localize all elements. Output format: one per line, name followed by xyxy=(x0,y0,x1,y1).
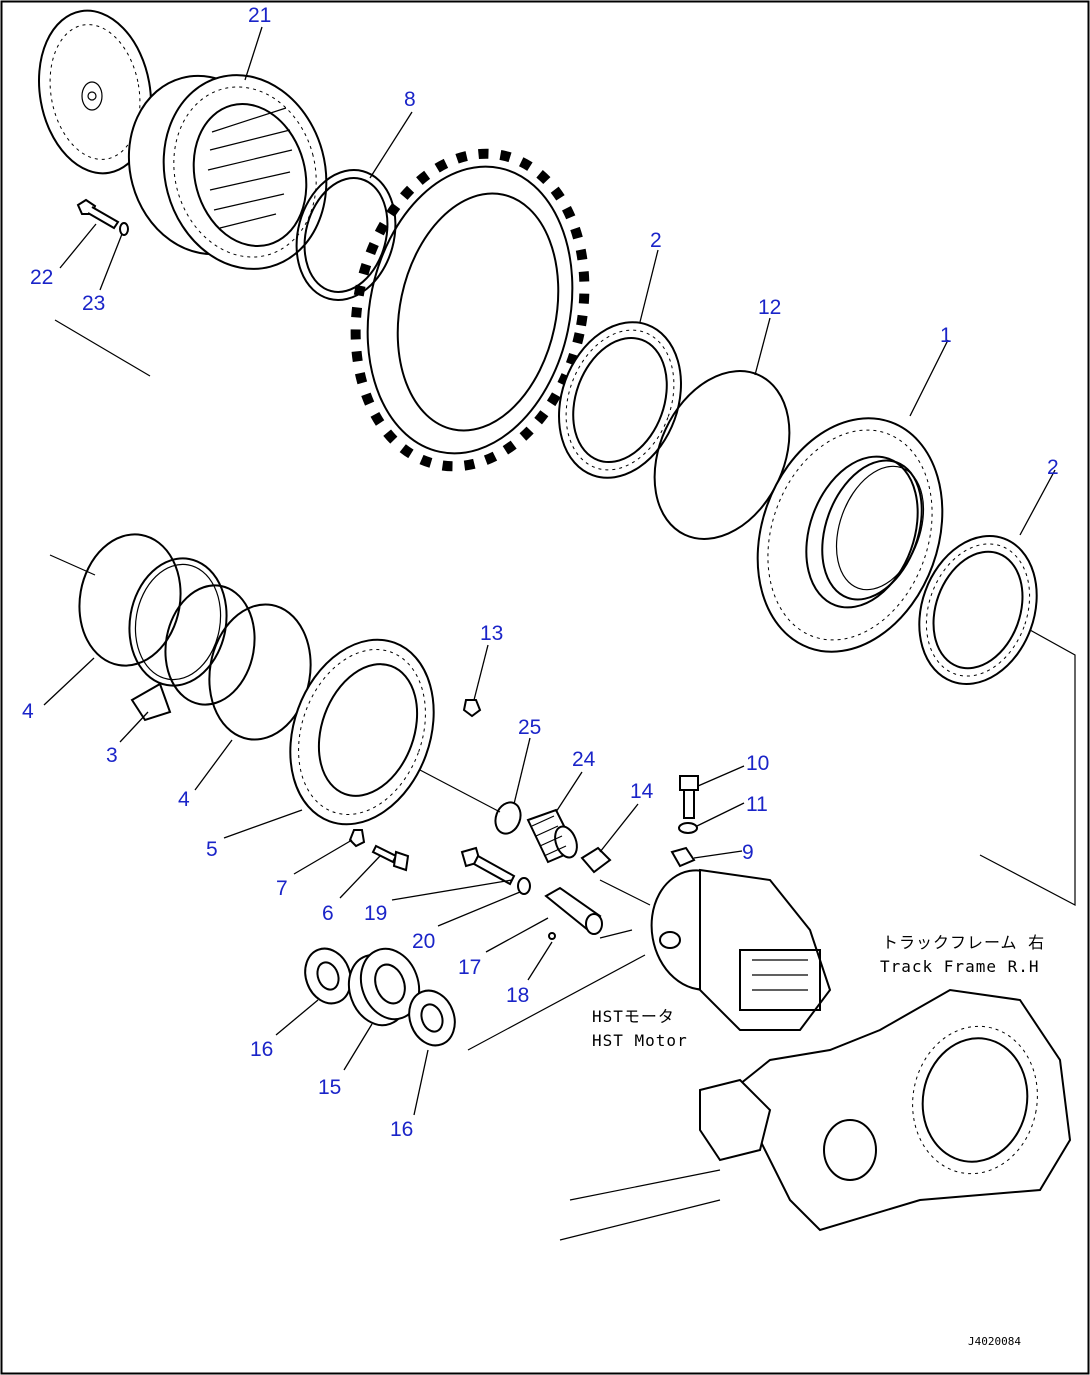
seal-2-lower-graphic xyxy=(918,535,1038,685)
callout-6: 6 xyxy=(322,902,334,925)
gear-15-graphic xyxy=(347,947,421,1027)
callout-8: 8 xyxy=(404,88,416,111)
callout-13: 13 xyxy=(480,622,503,645)
callout-22: 22 xyxy=(30,266,53,289)
track-frame-graphic xyxy=(559,988,1072,1241)
bolt-22-graphic xyxy=(76,198,129,236)
ball-18-graphic xyxy=(548,932,556,940)
washer-11-graphic xyxy=(678,822,698,834)
ring-14-graphic xyxy=(580,846,612,874)
callout-25: 25 xyxy=(518,716,541,739)
callout-16-right: 16 xyxy=(390,1118,413,1141)
callout-16-left: 16 xyxy=(250,1038,273,1061)
callout-17: 17 xyxy=(458,956,481,979)
callout-1: 1 xyxy=(940,324,952,347)
ring-8-graphic xyxy=(295,169,397,301)
shaft-17-graphic xyxy=(544,886,603,935)
callout-23: 23 xyxy=(82,292,105,315)
callout-12: 12 xyxy=(758,296,781,319)
callout-4-left: 4 xyxy=(22,700,34,723)
callout-15: 15 xyxy=(318,1076,341,1099)
hst-motor-caption-jp: HSTモータ xyxy=(592,1007,675,1026)
hst-motor-caption-en: HST Motor xyxy=(592,1031,688,1050)
plug-13-graphic xyxy=(462,699,482,718)
ring-25-graphic xyxy=(494,801,522,835)
track-frame-caption-jp: トラックフレーム 右 xyxy=(882,933,1045,952)
callout-10: 10 xyxy=(746,752,769,775)
housing-1-graphic xyxy=(756,417,944,653)
cover-disc xyxy=(37,9,153,175)
bearing-16-left-graphic xyxy=(304,947,352,1005)
callout-18: 18 xyxy=(506,984,529,1007)
callout-14: 14 xyxy=(630,780,654,803)
pin-7-graphic xyxy=(348,829,366,848)
callout-7: 7 xyxy=(276,877,288,900)
callout-20: 20 xyxy=(412,930,435,953)
bolt-6-graphic xyxy=(371,844,410,872)
callout-19: 19 xyxy=(364,902,387,925)
callout-21: 21 xyxy=(248,4,271,27)
bolt-10-graphic xyxy=(679,775,699,819)
seal-2-upper-graphic xyxy=(558,321,682,479)
washer-23-graphic xyxy=(119,222,129,236)
bolt-19-graphic xyxy=(460,846,516,886)
leader-lines xyxy=(43,26,1056,1116)
callout-2-lower: 2 xyxy=(1047,456,1059,479)
callout-11: 11 xyxy=(746,793,768,816)
callout-24: 24 xyxy=(572,748,596,771)
track-frame-caption-en: Track Frame R.H xyxy=(880,957,1040,976)
washer-20-graphic xyxy=(517,877,531,895)
sprocket-graphic xyxy=(350,148,590,472)
callout-5: 5 xyxy=(206,838,218,861)
drawing-code: J4020084 xyxy=(968,1335,1021,1348)
rings-3-4-graphic xyxy=(78,533,312,741)
hub-21-graphic xyxy=(127,74,328,270)
spline-24-graphic xyxy=(526,808,578,864)
bearing-16-right-graphic xyxy=(408,989,456,1047)
callout-2-upper: 2 xyxy=(650,229,662,252)
clamp-9-graphic xyxy=(670,846,696,868)
callout-3: 3 xyxy=(106,744,118,767)
hst-motor-graphic xyxy=(650,868,832,1031)
callout-9: 9 xyxy=(742,841,754,864)
cover-5-graphic xyxy=(289,638,435,826)
callout-4-right: 4 xyxy=(178,788,190,811)
